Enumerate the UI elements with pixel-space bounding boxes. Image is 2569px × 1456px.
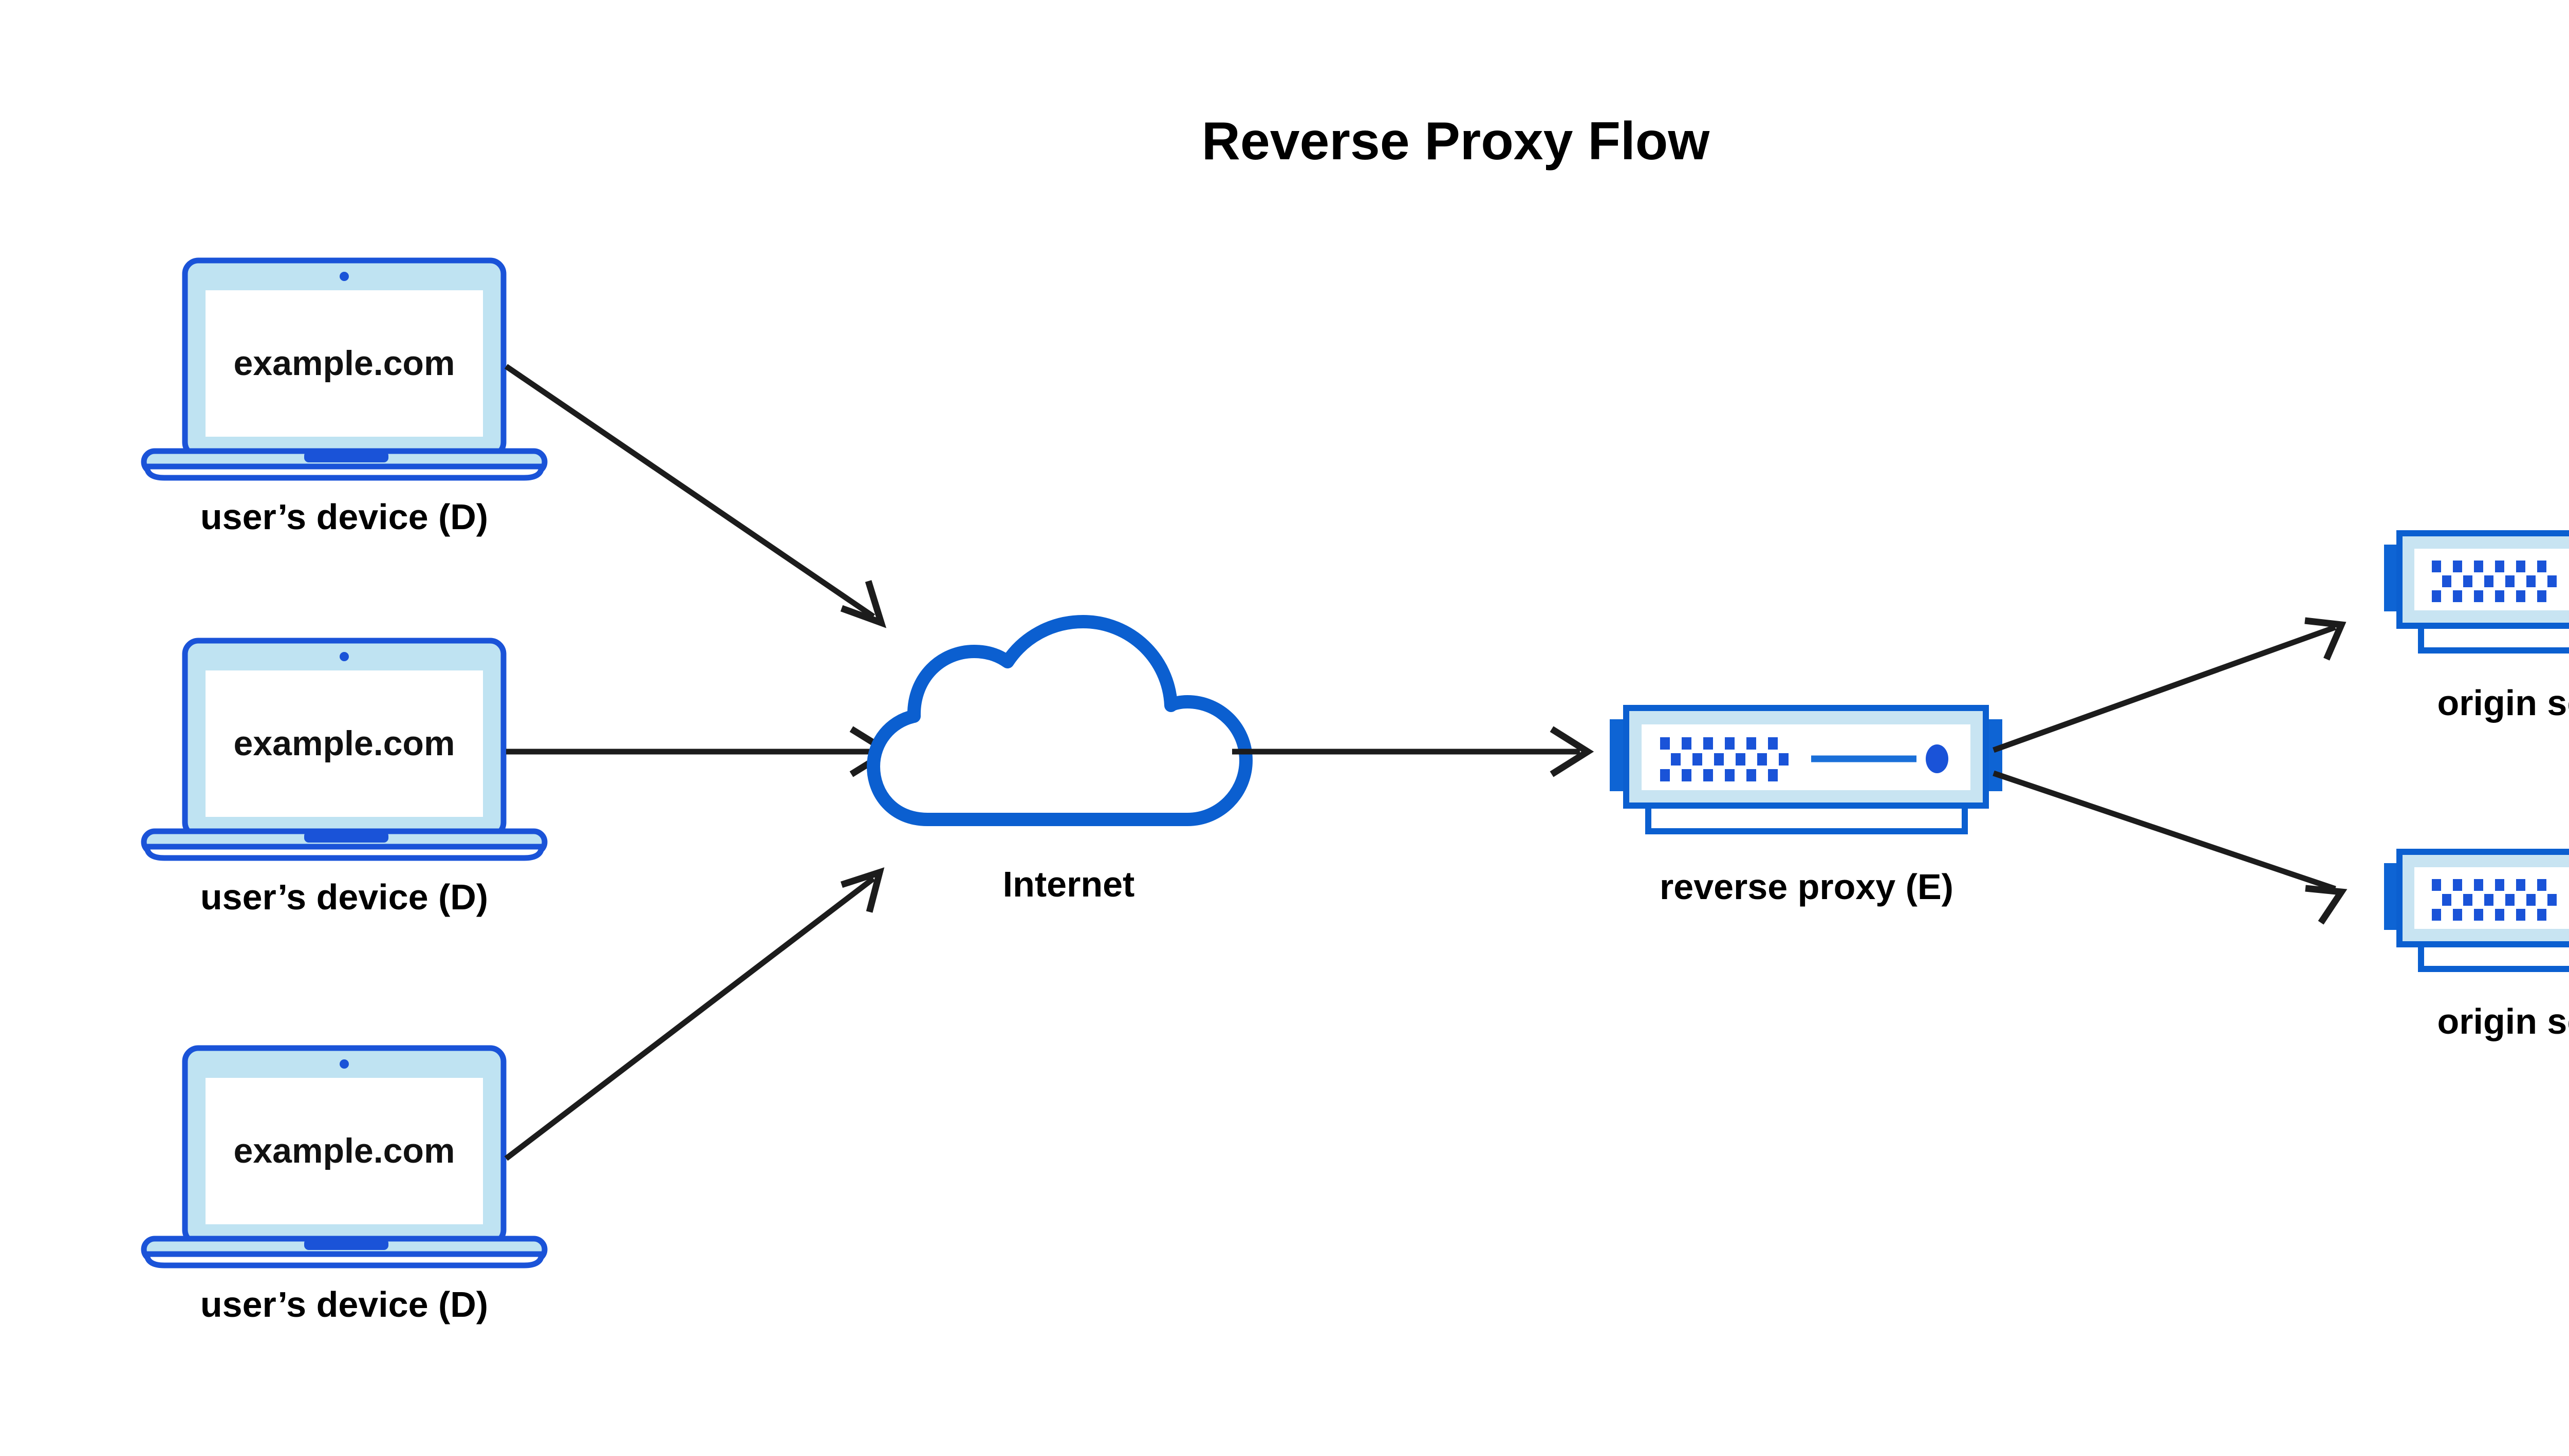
server-dot-grid (2432, 561, 2557, 602)
server-dot-grid (1660, 737, 1789, 781)
node-label-user-device-2: user’s device (D) (200, 877, 488, 917)
laptop-screen-text: example.com (234, 724, 455, 763)
cloud-icon (867, 615, 1253, 826)
node-user-device-2[interactable]: example.com user’s device (D) (141, 638, 548, 917)
edge-internet-to-reverse-proxy (1232, 726, 1594, 777)
laptop-base-notch (304, 831, 388, 843)
arrow-head-icon (2305, 885, 2348, 925)
edge-reverse-proxy-to-origin-2 (1993, 770, 2348, 925)
laptop-screen (206, 290, 483, 437)
server-status-dot-icon (1926, 744, 1948, 773)
laptop-base-lip (144, 844, 545, 861)
laptop-base-lip (144, 1251, 545, 1268)
edge-device1-to-internet (504, 364, 887, 628)
node-origin-server-2[interactable]: origin server (F) (2384, 849, 2569, 1041)
arrow-line (504, 876, 876, 1161)
laptop-camera-icon (340, 652, 349, 661)
laptop-base-notch (304, 1239, 388, 1250)
node-label-origin-server-2: origin server (F) (2437, 1001, 2569, 1041)
laptop-camera-icon (340, 272, 349, 281)
laptop-screen (206, 1078, 483, 1224)
arrow-head-icon (840, 867, 885, 913)
edge-device2-to-internet (506, 726, 895, 777)
node-label-user-device-3: user’s device (D) (200, 1284, 488, 1324)
node-label-reverse-proxy: reverse proxy (E) (1660, 867, 1953, 907)
node-user-device-3[interactable]: example.com user’s device (D) (141, 1045, 548, 1324)
node-label-user-device-1: user’s device (D) (200, 497, 488, 537)
arrow-head-icon (840, 580, 887, 628)
laptop-base-notch (304, 451, 388, 462)
arrow-line (504, 364, 876, 619)
laptop-screen-text: example.com (234, 1131, 455, 1170)
node-label-internet: Internet (1003, 864, 1135, 904)
arrow-head-icon (1550, 726, 1594, 777)
node-origin-server-1[interactable]: origin server (F) (2384, 530, 2569, 723)
laptop-base-lip (144, 463, 545, 481)
node-label-origin-server-1: origin server (F) (2437, 683, 2569, 723)
arrow-head-icon (2304, 617, 2347, 661)
laptop-screen-text: example.com (234, 344, 455, 383)
arrow-line (1993, 624, 2336, 753)
node-reverse-proxy[interactable]: reverse proxy (E) (1610, 705, 2002, 907)
server-base (1645, 802, 1968, 834)
laptop-camera-icon (340, 1059, 349, 1069)
edge-reverse-proxy-to-origin-1 (1993, 617, 2347, 753)
server-base (2418, 623, 2569, 654)
node-user-device-1[interactable]: example.com user’s device (D) (141, 257, 548, 537)
server-base (2418, 941, 2569, 972)
edge-device3-to-internet (504, 867, 885, 1161)
laptop-screen (206, 670, 483, 817)
page-title: Reverse Proxy Flow (1202, 111, 1710, 171)
node-internet-cloud[interactable]: Internet (867, 615, 1253, 904)
server-dot-grid (2432, 879, 2557, 921)
arrow-line (1993, 770, 2336, 892)
